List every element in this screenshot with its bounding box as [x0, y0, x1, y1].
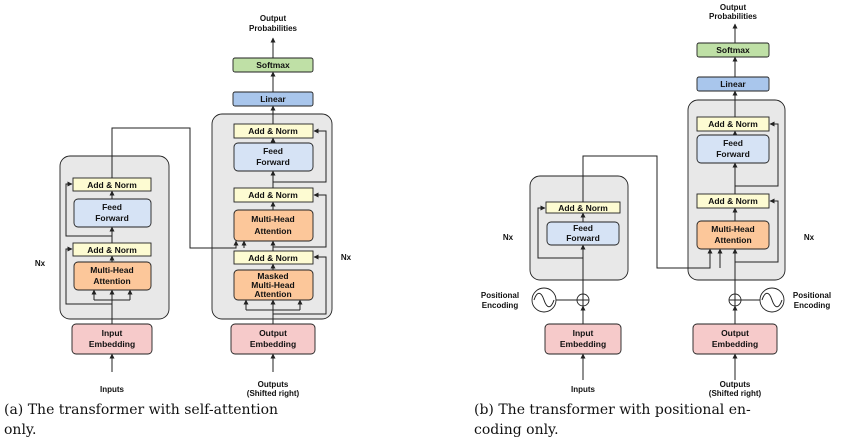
nx-label-left: Nx [35, 259, 46, 268]
encoder-feed-forward-block: Feed Forward [73, 198, 152, 228]
svg-text:Attention: Attention [254, 226, 291, 236]
add-circle-icon-right [728, 293, 742, 307]
outputs-label-line2: (Shifted right) [247, 389, 300, 398]
svg-text:Add & Norm: Add & Norm [248, 126, 298, 136]
svg-text:Attention: Attention [714, 235, 751, 245]
svg-text:Forward: Forward [95, 213, 129, 223]
caption-a-line2: only. [4, 422, 36, 438]
decoder-add-norm-block-1: Add & Norm [233, 250, 314, 265]
nx-label-right-b: Nx [804, 233, 815, 242]
svg-text:Embedding: Embedding [250, 339, 296, 349]
decoder-feed-forward-block: Feed Forward [233, 142, 314, 172]
caption-b-line2: coding only. [474, 422, 559, 438]
svg-text:Add & Norm: Add & Norm [87, 245, 137, 255]
decoder-feed-forward-block-b: Feed Forward [696, 134, 770, 164]
svg-text:Forward: Forward [716, 149, 750, 159]
softmax-block: Softmax [232, 57, 314, 73]
outputs-label: Outputs [258, 380, 289, 389]
panel-a: Input Embedding Multi-Head Attention Add… [4, 14, 352, 438]
add-circle-icon-left [576, 293, 590, 307]
svg-text:Multi-Head: Multi-Head [251, 280, 294, 290]
inputs-label-b: Inputs [571, 385, 596, 394]
svg-text:Add & Norm: Add & Norm [87, 180, 137, 190]
encoder-feed-forward-block-b: Feed Forward [546, 221, 620, 246]
inputs-label: Inputs [100, 385, 125, 394]
outputs-label-b-line2: (Shifted right) [709, 389, 762, 398]
svg-text:Attention: Attention [93, 276, 130, 286]
svg-text:Embedding: Embedding [89, 339, 135, 349]
positional-encoding-sine-icon-right [759, 287, 785, 313]
svg-text:Forward: Forward [566, 233, 600, 243]
output-embedding-block: Output Embedding [230, 323, 316, 355]
svg-text:Feed: Feed [263, 146, 283, 156]
panel-b: Positional Encoding Positional Encoding … [474, 3, 831, 438]
svg-text:Linear: Linear [260, 94, 286, 104]
panel-a-connectors [65, 37, 327, 372]
svg-text:Embedding: Embedding [712, 339, 758, 349]
svg-text:Output: Output [259, 328, 287, 338]
svg-text:Input: Input [573, 328, 594, 338]
linear-block: Linear [232, 91, 314, 107]
masked-multi-head-attention-block: Masked Multi-Head Attention [233, 269, 314, 301]
svg-text:Forward: Forward [256, 157, 290, 167]
nx-label-left-b: Nx [503, 233, 514, 242]
encoder-add-norm-block-b: Add & Norm [545, 201, 621, 214]
positional-encoding-sine-icon-left [531, 287, 557, 313]
svg-text:Multi-Head: Multi-Head [90, 265, 133, 275]
svg-text:Feed: Feed [102, 202, 122, 212]
decoder-multi-head-attention-block: Multi-Head Attention [233, 209, 314, 242]
svg-text:Feed: Feed [723, 138, 743, 148]
encoder-add-norm-block-2: Add & Norm [72, 177, 152, 192]
output-probabilities-label-b: Output [720, 3, 747, 12]
outputs-label-b: Outputs [720, 380, 751, 389]
output-embedding-block-b: Output Embedding [692, 323, 778, 355]
svg-text:Add & Norm: Add & Norm [248, 253, 298, 263]
positional-encoding-label-left: Positional [481, 291, 519, 300]
svg-text:Input: Input [102, 328, 123, 338]
softmax-block-b: Softmax [696, 42, 770, 58]
svg-text:Feed: Feed [573, 223, 593, 233]
svg-text:Add & Norm: Add & Norm [248, 190, 298, 200]
svg-text:Add & Norm: Add & Norm [558, 203, 608, 213]
input-embedding-block-b: Input Embedding [544, 323, 622, 355]
svg-text:Linear: Linear [720, 79, 746, 89]
svg-text:Attention: Attention [254, 289, 291, 299]
positional-encoding-label-right-line2: Encoding [794, 301, 831, 310]
caption-a: (a) The transformer with self-attention [4, 402, 278, 418]
svg-text:Multi-Head: Multi-Head [251, 214, 294, 224]
svg-text:Embedding: Embedding [560, 339, 606, 349]
svg-text:Output: Output [721, 328, 749, 338]
output-probabilities-label: Output [260, 14, 287, 23]
encoder-multi-head-attention-block: Multi-Head Attention [73, 261, 152, 291]
decoder-add-norm-block-b1: Add & Norm [696, 193, 770, 209]
svg-text:Add & Norm: Add & Norm [708, 119, 758, 129]
input-embedding-block: Input Embedding [71, 323, 153, 355]
decoder-multi-head-attention-block-b: Multi-Head Attention [696, 220, 770, 250]
positional-encoding-label-right: Positional [793, 291, 831, 300]
svg-text:Masked: Masked [257, 271, 288, 281]
decoder-add-norm-block-3: Add & Norm [233, 123, 314, 139]
caption-b: (b) The transformer with positional en- [474, 402, 751, 418]
decoder-add-norm-block-2: Add & Norm [233, 187, 314, 203]
svg-text:Softmax: Softmax [256, 60, 290, 70]
decoder-add-norm-block-b2: Add & Norm [696, 116, 770, 132]
svg-text:Multi-Head: Multi-Head [711, 224, 754, 234]
output-probabilities-label-line2: Probabilities [249, 24, 298, 33]
panel-b-connectors [537, 23, 779, 380]
encoder-add-norm-block-1: Add & Norm [72, 242, 152, 257]
linear-block-b: Linear [696, 76, 770, 92]
svg-text:Softmax: Softmax [716, 45, 750, 55]
output-probabilities-label-b-line2: Probabilities [709, 12, 758, 21]
positional-encoding-label-left-line2: Encoding [482, 301, 519, 310]
svg-text:Add & Norm: Add & Norm [708, 196, 758, 206]
nx-label-right: Nx [341, 253, 352, 262]
